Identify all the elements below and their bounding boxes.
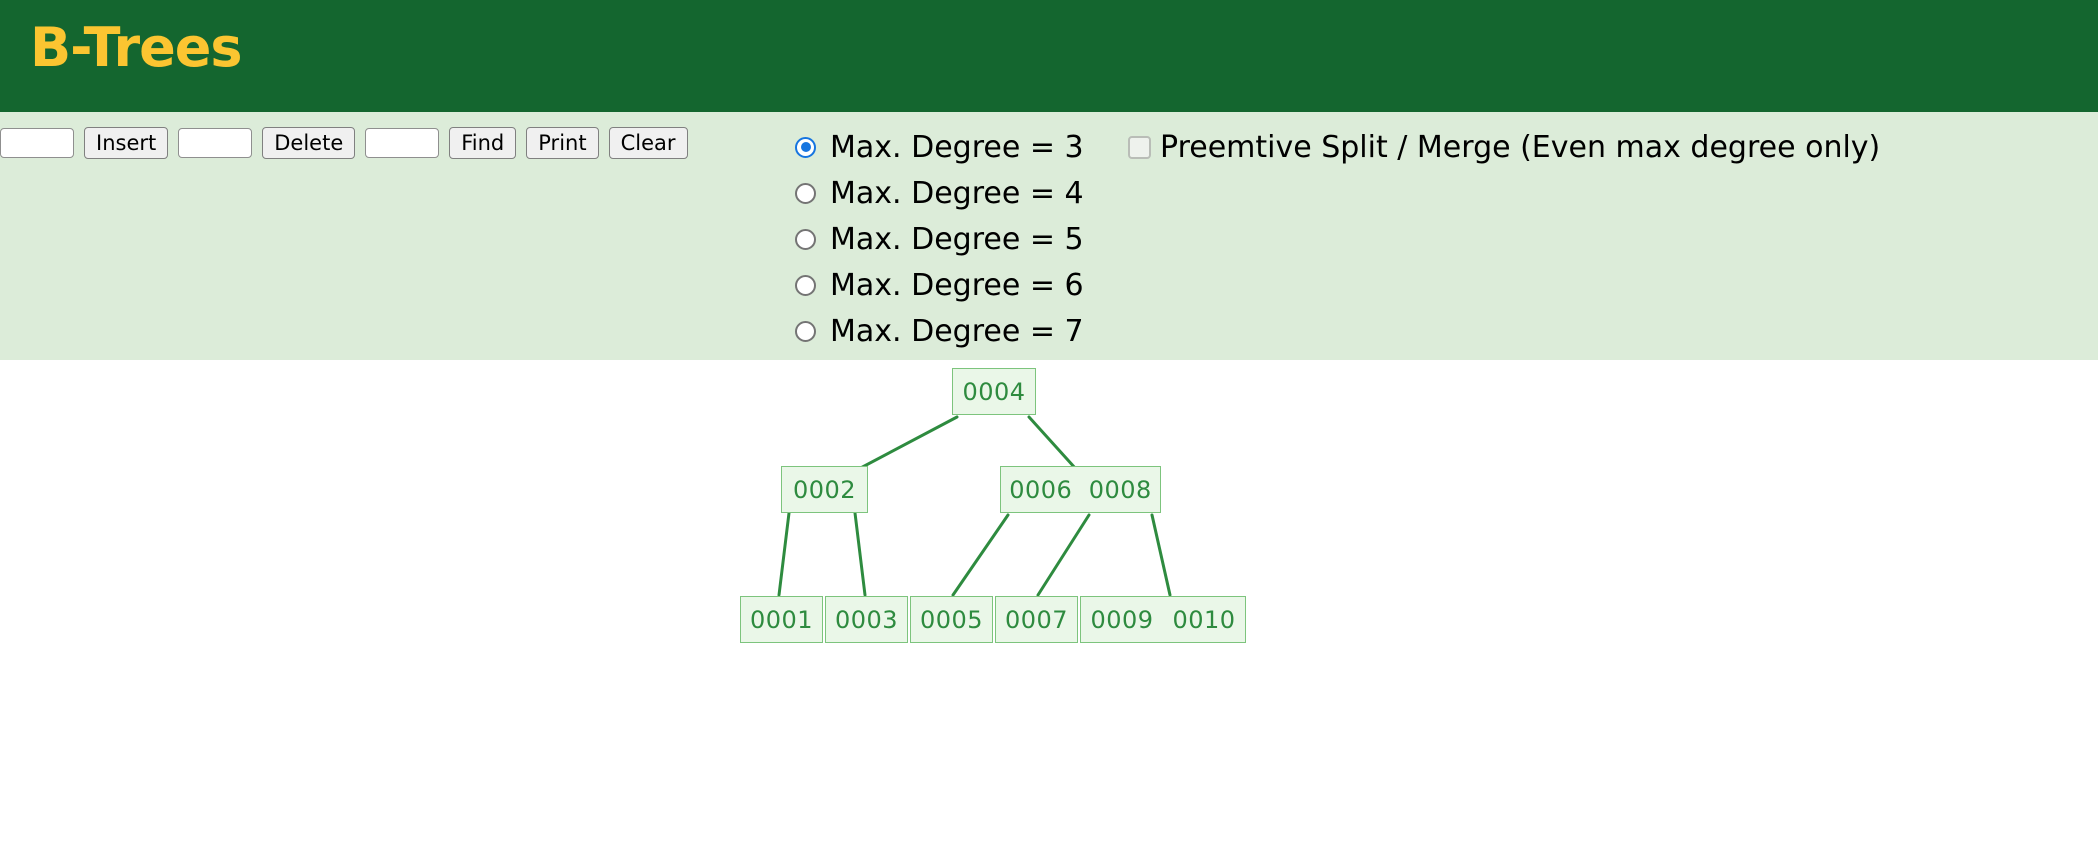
tree-node-leaf-3[interactable]: 0005 <box>910 596 993 643</box>
insert-input[interactable] <box>0 128 74 158</box>
radio-icon[interactable] <box>795 136 816 158</box>
edge-n-left-c1 <box>853 511 867 597</box>
node-key: 0006 <box>1009 475 1073 504</box>
radio-icon[interactable] <box>795 274 816 296</box>
radio-option-degree-4[interactable]: Max. Degree = 4 <box>795 170 1084 216</box>
delete-button[interactable]: Delete <box>262 127 356 159</box>
node-key: 0009 <box>1090 605 1154 634</box>
tree-canvas[interactable]: 0004 0002 0006 0008 0001 0003 0005 0007 … <box>0 360 2098 862</box>
node-key: 0003 <box>834 605 899 634</box>
max-degree-radio-group: Max. Degree = 3 Max. Degree = 4 Max. Deg… <box>795 124 1084 354</box>
edge-n-right-c2 <box>1150 513 1172 597</box>
page-header: B-Trees <box>0 0 2098 112</box>
radio-option-degree-6[interactable]: Max. Degree = 6 <box>795 262 1084 308</box>
radio-label: Max. Degree = 6 <box>830 267 1084 303</box>
radio-icon[interactable] <box>795 320 816 342</box>
edge-n-right-c0 <box>951 513 1010 597</box>
insert-button[interactable]: Insert <box>84 127 169 159</box>
preemptive-split-merge-label: Preemtive Split / Merge (Even max degree… <box>1160 130 1881 165</box>
node-key: 0007 <box>1004 605 1069 634</box>
node-key: 0005 <box>919 605 984 634</box>
tree-node-leaf-1[interactable]: 0001 <box>740 596 823 643</box>
edge-n-left-c0 <box>777 511 791 597</box>
node-key: 0004 <box>962 377 1026 406</box>
toolbar: Insert Delete Find Print Clear <box>0 127 688 159</box>
radio-label: Max. Degree = 7 <box>830 313 1084 349</box>
radio-icon[interactable] <box>795 228 816 250</box>
tree-node-leaf-4[interactable]: 0007 <box>995 596 1078 643</box>
find-input[interactable] <box>365 128 440 158</box>
tree-node-root[interactable]: 0004 <box>952 368 1036 415</box>
control-panel: Insert Delete Find Print Clear Max. Degr… <box>0 112 2098 360</box>
node-key: 0008 <box>1088 475 1152 504</box>
preemptive-split-merge-option[interactable]: Preemtive Split / Merge (Even max degree… <box>1128 130 1880 165</box>
radio-label: Max. Degree = 4 <box>830 175 1084 211</box>
radio-label: Max. Degree = 3 <box>830 129 1084 165</box>
tree-node-leaf-5[interactable]: 0009 0010 <box>1080 596 1246 643</box>
tree-node-right[interactable]: 0006 0008 <box>1000 466 1161 513</box>
print-button[interactable]: Print <box>526 127 599 159</box>
radio-option-degree-5[interactable]: Max. Degree = 5 <box>795 216 1084 262</box>
page-title: B-Trees <box>30 16 243 79</box>
node-key: 0010 <box>1172 605 1236 634</box>
radio-option-degree-3[interactable]: Max. Degree = 3 <box>795 124 1084 170</box>
find-button[interactable]: Find <box>449 127 517 159</box>
node-key: 0002 <box>792 475 857 504</box>
node-key: 0001 <box>749 605 814 634</box>
checkbox-icon[interactable] <box>1128 136 1151 159</box>
tree-node-left[interactable]: 0002 <box>781 466 868 513</box>
radio-option-degree-7[interactable]: Max. Degree = 7 <box>795 308 1084 354</box>
clear-button[interactable]: Clear <box>608 127 688 159</box>
radio-label: Max. Degree = 5 <box>830 221 1084 257</box>
tree-node-leaf-2[interactable]: 0003 <box>825 596 908 643</box>
edge-n-right-c1 <box>1036 513 1091 597</box>
radio-icon[interactable] <box>795 182 816 204</box>
delete-input[interactable] <box>178 128 253 158</box>
